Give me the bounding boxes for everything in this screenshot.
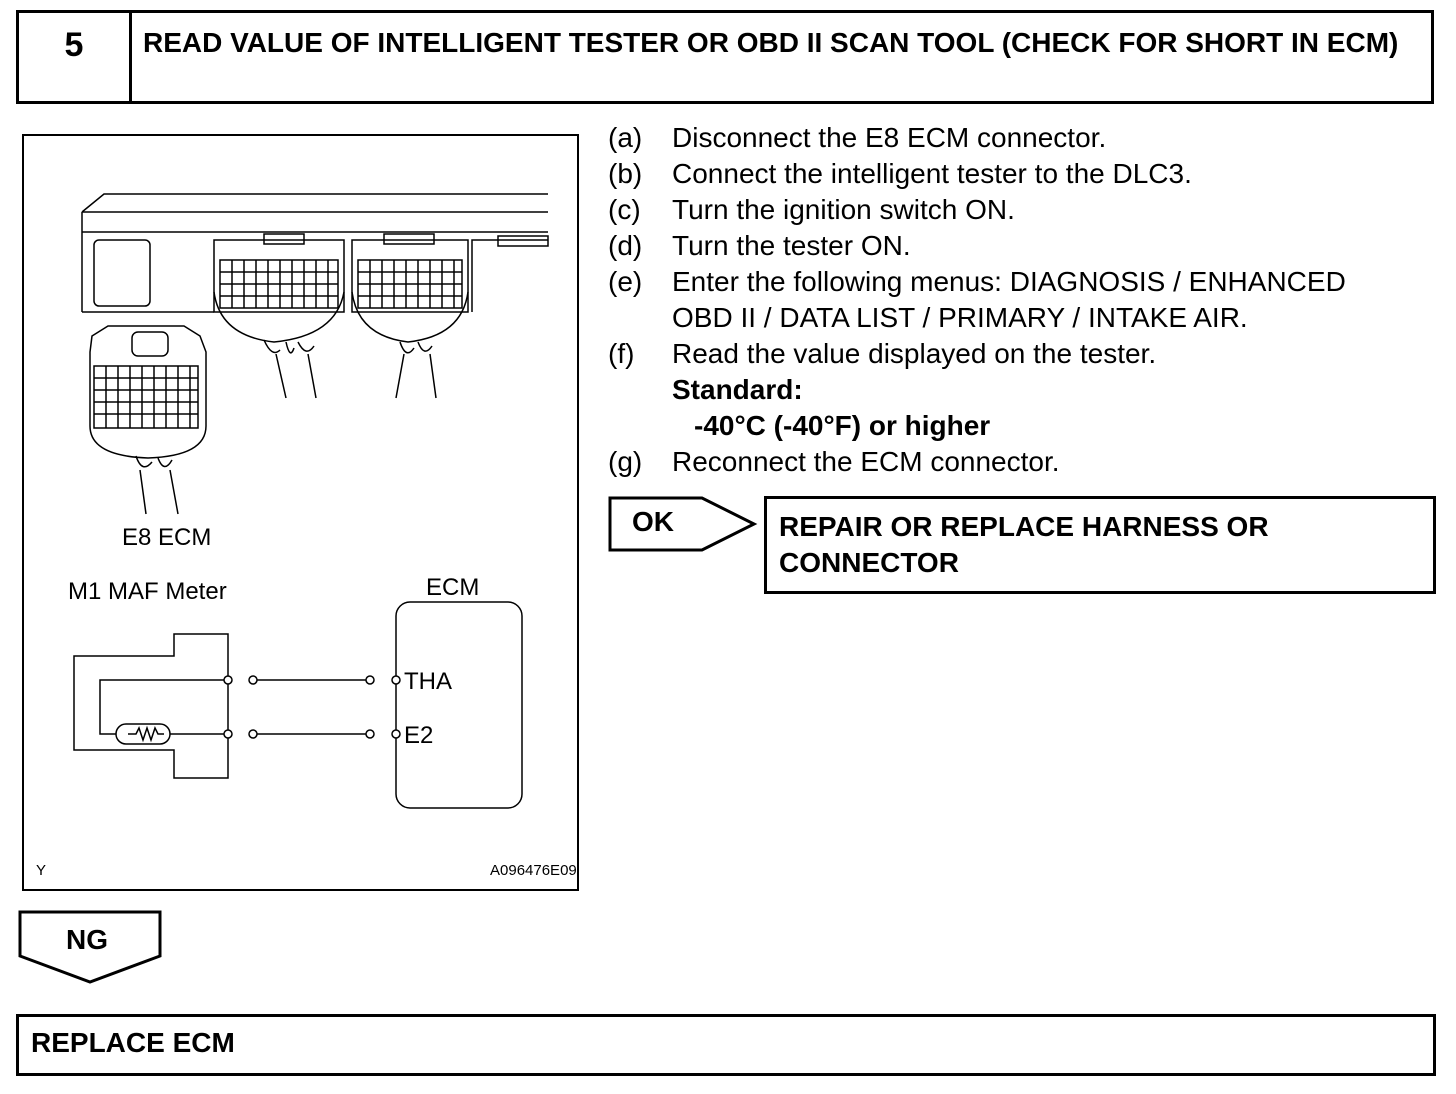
standard-value: -40°C (-40°F) or higher [694, 410, 991, 441]
step-item-continued: OBD II / DATA LIST / PRIMARY / INTAKE AI… [608, 300, 1248, 336]
pin-tha-label: THA [404, 668, 452, 695]
step-text: Disconnect the E8 ECM connector. [672, 122, 1107, 153]
step-label: (a) [608, 122, 643, 153]
step-label: (e) [608, 266, 643, 297]
ecm-label: ECM [426, 574, 480, 601]
step-text: Turn the tester ON. [672, 230, 911, 261]
corner-mark: Y [36, 862, 47, 879]
step-label: (c) [608, 194, 641, 225]
wiring-figure: E8 ECM M1 MAF Meter ECM THA E2 Y A096476… [22, 134, 579, 891]
sensor-label: M1 MAF Meter [68, 578, 227, 605]
figure-code: A096476E09 [490, 862, 577, 879]
step-item: (c) Turn the ignition switch ON. [608, 192, 1015, 228]
ok-result-box: REPAIR OR REPLACE HARNESS OR CONNECTOR [764, 496, 1436, 594]
step-title: READ VALUE OF INTELLIGENT TESTER OR OBD … [143, 27, 1399, 58]
step-label: (f) [608, 338, 635, 369]
standard-heading: Standard: [672, 374, 803, 405]
step-text: Connect the intelligent tester to the DL… [672, 158, 1192, 189]
step-item: (e) Enter the following menus: DIAGNOSIS … [608, 264, 1346, 300]
step-text: Turn the ignition switch ON. [672, 194, 1015, 225]
step-text: Reconnect the ECM connector. [672, 446, 1060, 477]
connector-label: E8 ECM [122, 524, 212, 551]
step-text: Enter the following menus: DIAGNOSIS / E… [672, 266, 1346, 297]
step-item: (f) Read the value displayed on the teste… [608, 336, 1156, 372]
ok-result-text: REPAIR OR REPLACE HARNESS OR CONNECTOR [779, 511, 1269, 578]
pin-e2-label: E2 [404, 722, 434, 749]
step-header: 5 READ VALUE OF INTELLIGENT TESTER OR OB… [16, 10, 1434, 104]
step-label: (d) [608, 230, 643, 261]
step-item: (b) Connect the intelligent tester to the… [608, 156, 1192, 192]
ok-arrow-shape [608, 496, 758, 552]
connector-and-circuit-diagram [73, 193, 549, 809]
step-item: (g) Reconnect the ECM connector. [608, 444, 1060, 480]
ok-label: OK [632, 506, 674, 537]
step-text: OBD II / DATA LIST / PRIMARY / INTAKE AI… [672, 302, 1248, 333]
step-number: 5 [19, 13, 132, 101]
step-text: Read the value displayed on the tester. [672, 338, 1157, 369]
ng-result-box: REPLACE ECM [16, 1014, 1436, 1076]
step-label: (g) [608, 446, 643, 477]
step-label: (b) [608, 158, 643, 189]
ng-arrow-shape [18, 910, 162, 984]
step-item: (a) Disconnect the E8 ECM connector. [608, 120, 1106, 156]
ng-result-text: REPLACE ECM [31, 1027, 235, 1058]
step-item: (d) Turn the tester ON. [608, 228, 911, 264]
ng-label: NG [66, 924, 108, 955]
